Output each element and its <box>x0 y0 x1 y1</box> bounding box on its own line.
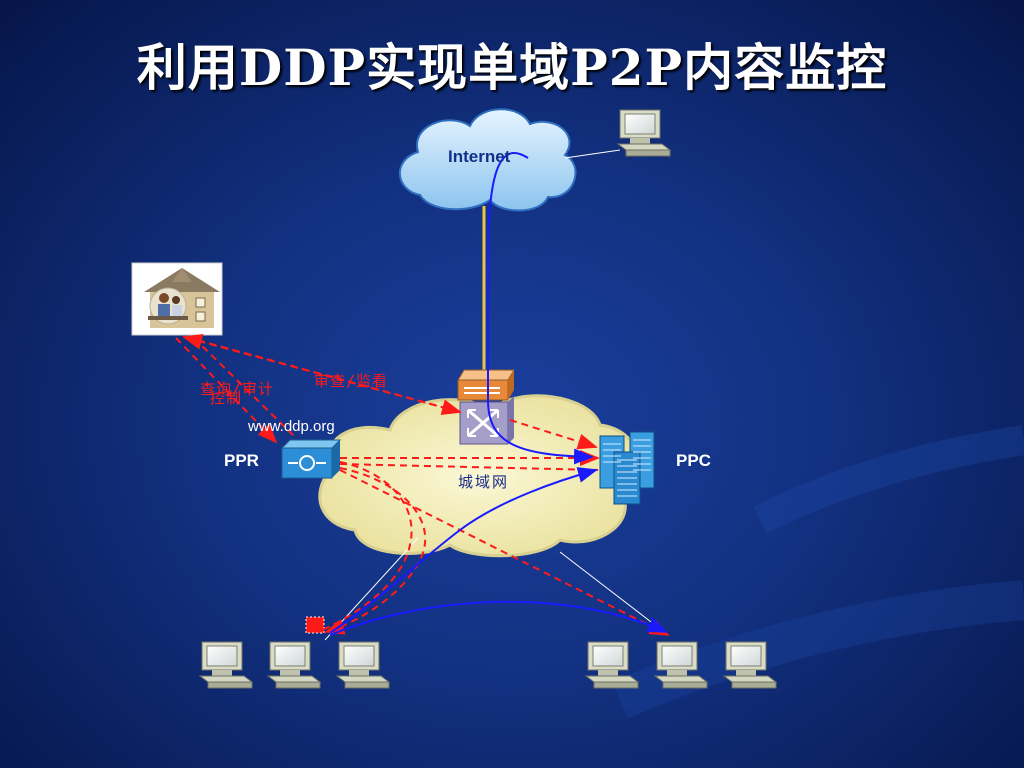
query-audit-label: 查询/审计 <box>200 380 275 398</box>
computer-icon <box>336 641 390 689</box>
monitor-flows <box>175 334 670 636</box>
switch-icon <box>459 396 514 445</box>
link-line <box>324 537 419 641</box>
p2p-flows <box>329 152 668 636</box>
server-rack-icon <box>599 431 655 505</box>
link-line <box>564 149 621 159</box>
computer-icon <box>617 109 671 157</box>
metro-network-label: 城域网 <box>458 473 510 491</box>
internet-cloud-icon <box>398 108 577 212</box>
ppr-device-icon <box>280 439 342 479</box>
review-monitor-label: 审查/监看 <box>314 372 389 390</box>
computer-icon <box>199 641 253 689</box>
ppc-label: PPC <box>676 451 711 470</box>
url-label: www.ddp.org <box>248 418 335 435</box>
internet-label: Internet <box>448 147 511 166</box>
control-label: 控制 <box>210 389 243 407</box>
ppr-label: PPR <box>224 451 259 470</box>
router-icon <box>457 369 515 401</box>
monitor-marker <box>305 616 325 634</box>
slide-title: 利用DDP实现单域P2P内容监控 <box>136 38 888 97</box>
link-line <box>559 551 669 636</box>
computer-icon <box>585 641 639 689</box>
decor-swoosh <box>753 425 1024 534</box>
house-office-icon <box>131 262 223 336</box>
computer-icon <box>267 641 321 689</box>
